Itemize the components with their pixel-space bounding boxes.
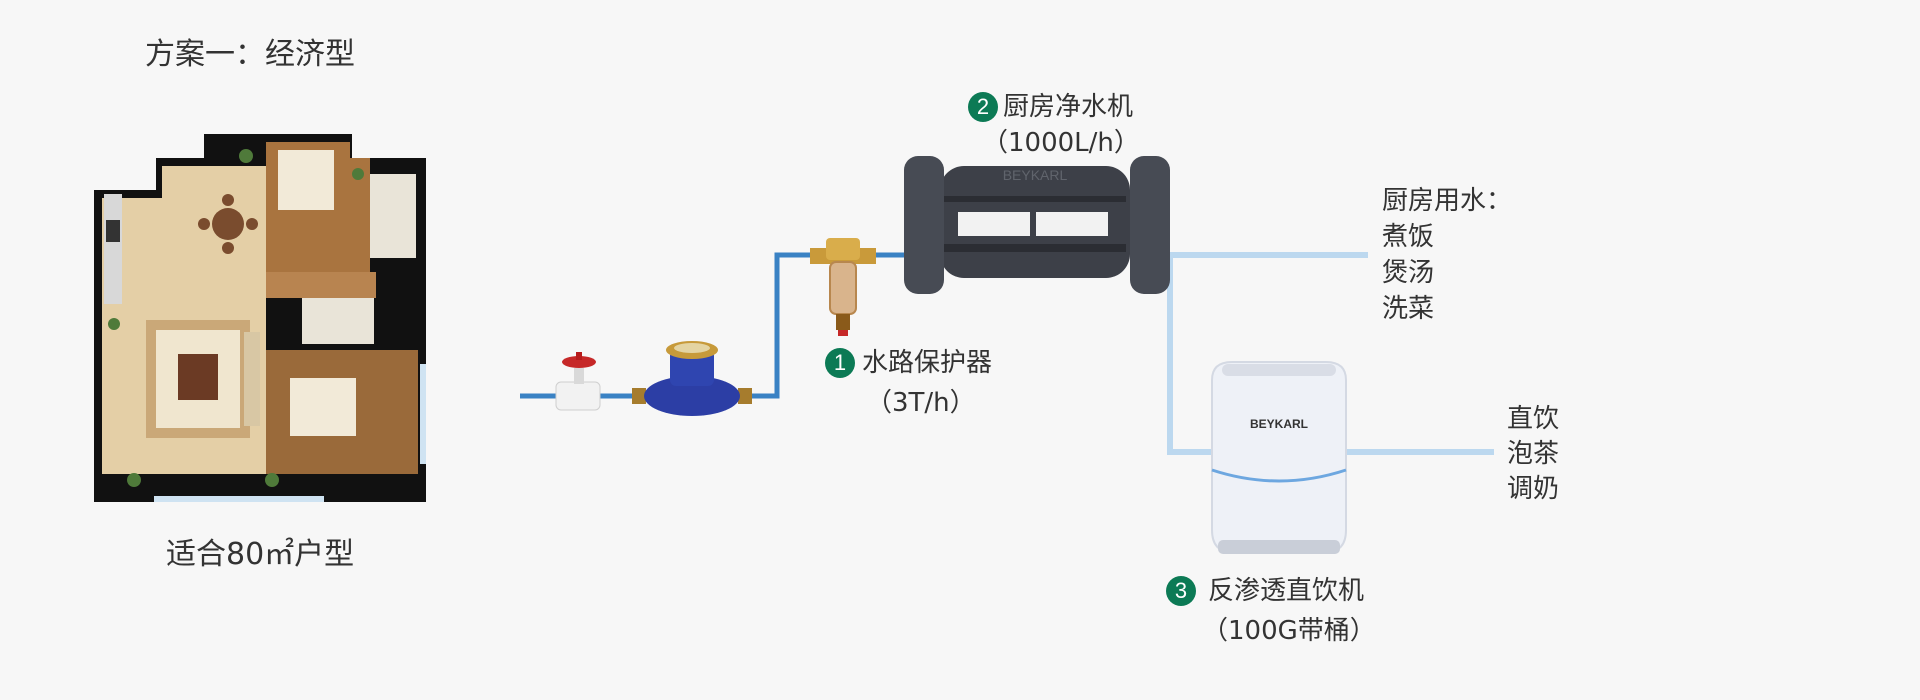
kitchen-use-item: 洗菜 xyxy=(1382,294,1435,324)
component-2-badge: 2 xyxy=(968,92,998,122)
water-protector-icon xyxy=(810,238,876,336)
ro-machine-icon: BEYKARL xyxy=(1211,361,1347,554)
kitchen-purifier-icon: BEYKARL xyxy=(904,156,1170,294)
valve-icon xyxy=(555,352,601,411)
component-3-spec: （100G带桶） xyxy=(1202,616,1376,646)
kitchen-use-item: 煲汤 xyxy=(1382,258,1435,288)
drink-use-item: 直饮 xyxy=(1507,404,1560,434)
floorplan-image xyxy=(94,134,426,502)
component-2-name: 厨房净水机 xyxy=(1003,92,1134,122)
floorplan-caption: 适合80㎡户型 xyxy=(166,537,355,572)
drink-branch-pipe xyxy=(1167,255,1212,455)
kitchen-use-heading: 厨房用水： xyxy=(1382,186,1513,216)
water-meter-icon xyxy=(632,341,752,416)
component-1-name: 水路保护器 xyxy=(862,348,993,378)
component-3-name: 反渗透直饮机 xyxy=(1208,576,1365,606)
drink-use-item: 泡茶 xyxy=(1507,439,1560,469)
component-1-badge: 1 xyxy=(825,348,855,378)
component-1-spec: （3T/h） xyxy=(866,388,976,418)
purifier-brand-text: BEYKARL xyxy=(1003,167,1068,183)
scheme-title: 方案一：经济型 xyxy=(145,37,355,72)
drink-use-item: 调奶 xyxy=(1507,474,1560,504)
component-3-badge: 3 xyxy=(1166,576,1196,606)
ro-brand-text: BEYKARL xyxy=(1250,417,1308,431)
kitchen-use-item: 煮饭 xyxy=(1382,222,1435,252)
component-2-spec: （1000L/h） xyxy=(982,128,1140,158)
